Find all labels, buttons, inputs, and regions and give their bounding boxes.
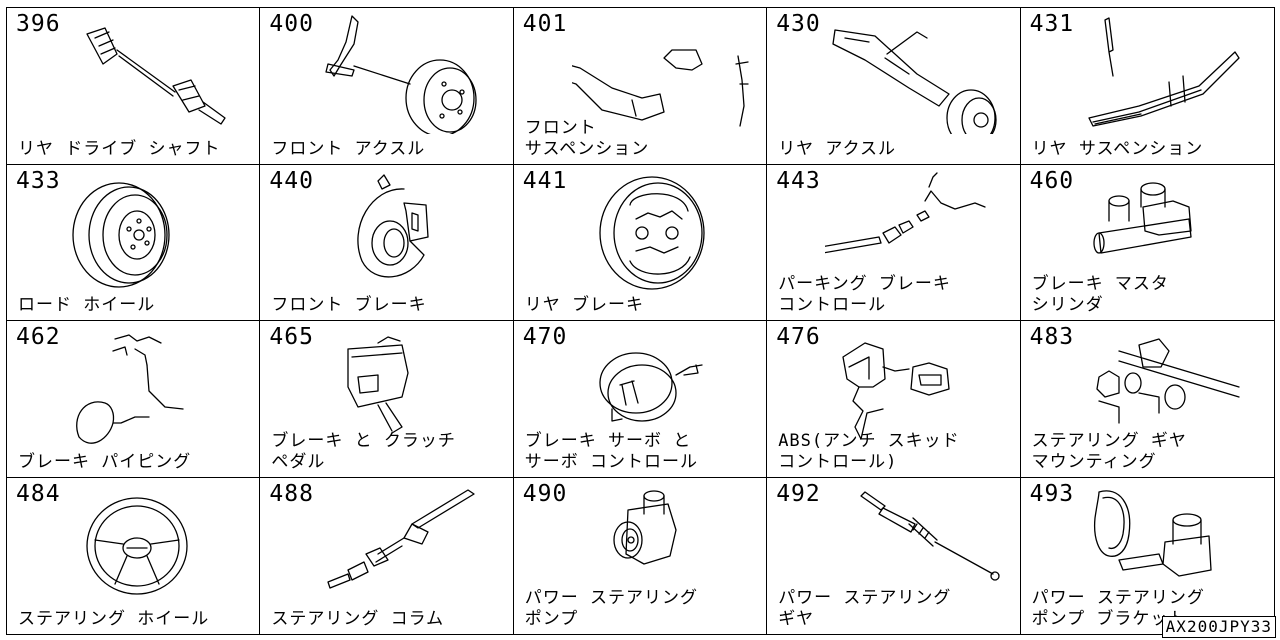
part-label: ブレーキ マスタ シリンダ: [1031, 274, 1169, 315]
part-label: フロント サスペンション: [524, 117, 650, 159]
pump-bracket-icon: [1093, 489, 1212, 577]
part-cell-492[interactable]: 492 パワー ステアリング ギヤ: [767, 477, 1021, 634]
rear-axle-icon: [832, 29, 997, 134]
front-brake-icon: [357, 173, 430, 277]
part-cell-443[interactable]: 443 パーキング ブレーキ コントロール: [767, 164, 1021, 321]
parking-brake-icon: [825, 171, 986, 253]
part-label: フロント アクスル: [271, 138, 426, 159]
part-cell-460[interactable]: 460 ブレーキ マスタ シリンダ: [1020, 165, 1274, 321]
part-cell-430[interactable]: 430 リヤ アクスル: [767, 8, 1021, 165]
brake-piping-icon: [76, 334, 184, 444]
steering-gear-icon: [860, 490, 1000, 581]
catalog-code-label: AX200JPY33: [1161, 616, 1276, 638]
part-number: 470: [522, 324, 568, 350]
part-label: リヤ ブレーキ: [524, 295, 645, 315]
part-label: ロード ホイール: [18, 295, 156, 315]
part-label: ステアリング ホイール: [18, 609, 210, 629]
part-cell-431[interactable]: 431 リヤ サスペンション: [1020, 8, 1274, 165]
part-number: 483: [1029, 324, 1075, 350]
rear-brake-icon: [599, 175, 705, 290]
road-wheel-icon: [72, 181, 170, 288]
power-steering-pump-icon: [613, 489, 677, 565]
gear-mounting-icon: [1095, 338, 1240, 424]
part-cell-440[interactable]: 440 フロント ブレーキ: [260, 164, 514, 321]
part-cell-462[interactable]: 462 ブレーキ パイピング: [7, 321, 261, 478]
front-suspension-icon: [571, 49, 749, 127]
part-cell-476[interactable]: 476 ABS(アンチ スキッド コントロール): [767, 321, 1021, 478]
part-number: 401: [522, 11, 568, 37]
part-label: ブレーキ パイピング: [18, 451, 192, 472]
part-number: 443: [776, 167, 821, 194]
part-number: 484: [16, 480, 61, 507]
part-number: 465: [269, 324, 314, 350]
part-label: ABS(アンチ スキッド コントロール): [778, 430, 960, 472]
part-number: 400: [269, 11, 314, 37]
part-label: パワー ステアリング ポンプ ブラケット: [1031, 588, 1205, 629]
part-cell-490[interactable]: 490 パワー ステアリング ポンプ: [514, 477, 768, 634]
part-label: パワー ステアリング ポンプ: [524, 588, 699, 629]
part-cell-470[interactable]: 470 ブレーキ サーボ と サーボ コントロール: [513, 321, 768, 478]
part-cell-401[interactable]: 401 フロント サスペンション: [513, 8, 768, 165]
part-label: リヤ サスペンション: [1031, 138, 1204, 159]
parts-index-grid: 396 リヤ ドライブ シャフト 400 フロント アクスル 401: [6, 7, 1275, 635]
master-cylinder-icon: [1092, 181, 1192, 254]
part-cell-465[interactable]: 465 ブレーキ と クラッチ ペダル: [260, 321, 514, 478]
part-cell-488[interactable]: 488 ステアリング コラム: [260, 477, 514, 634]
steering-column-icon: [327, 488, 476, 589]
part-cell-433[interactable]: 433 ロード ホイール: [7, 164, 261, 321]
part-label: パワー ステアリング ギヤ: [778, 588, 952, 629]
part-number: 441: [522, 167, 568, 194]
part-number: 396: [16, 11, 61, 37]
abs-unit-icon: [842, 342, 950, 440]
part-cell-493[interactable]: 493 パワー ステアリング ポンプ ブラケット: [1021, 478, 1274, 635]
part-number: 440: [269, 167, 314, 194]
part-cell-484[interactable]: 484 ステアリング ホイール: [7, 477, 261, 634]
part-label: ステアリング ギヤ マウンティング: [1031, 430, 1187, 472]
part-number: 430: [776, 11, 821, 37]
part-number: 476: [776, 324, 821, 350]
part-label: フロント ブレーキ: [271, 295, 427, 315]
brake-servo-icon: [599, 352, 703, 422]
part-label: ステアリング コラム: [271, 609, 445, 629]
rear-suspension-icon: [1087, 17, 1240, 127]
part-cell-483[interactable]: 483 ステアリング ギヤ マウンティング: [1020, 321, 1274, 478]
pedal-icon: [347, 336, 410, 434]
part-label: リヤ アクスル: [778, 138, 897, 159]
part-number: 493: [1029, 480, 1075, 507]
front-axle-icon: [325, 15, 478, 134]
steering-wheel-icon: [86, 496, 188, 595]
part-cell-400[interactable]: 400 フロント アクスル: [260, 8, 514, 165]
part-label: ブレーキ と クラッチ ペダル: [271, 430, 456, 472]
part-number: 431: [1029, 11, 1075, 37]
part-number: 433: [16, 167, 61, 194]
part-label: ブレーキ サーボ と サーボ コントロール: [524, 430, 699, 472]
part-number: 488: [269, 480, 314, 507]
part-cell-441[interactable]: 441 リヤ ブレーキ: [513, 164, 768, 321]
drive-shaft-icon: [86, 27, 226, 125]
part-number: 492: [776, 480, 821, 507]
part-label: パーキング ブレーキ コントロール: [778, 274, 951, 315]
part-number: 462: [16, 324, 61, 350]
part-cell-396[interactable]: 396 リヤ ドライブ シャフト: [7, 8, 261, 165]
part-number: 490: [522, 480, 568, 507]
part-label: リヤ ドライブ シャフト: [18, 138, 221, 159]
part-number: 460: [1029, 167, 1075, 194]
